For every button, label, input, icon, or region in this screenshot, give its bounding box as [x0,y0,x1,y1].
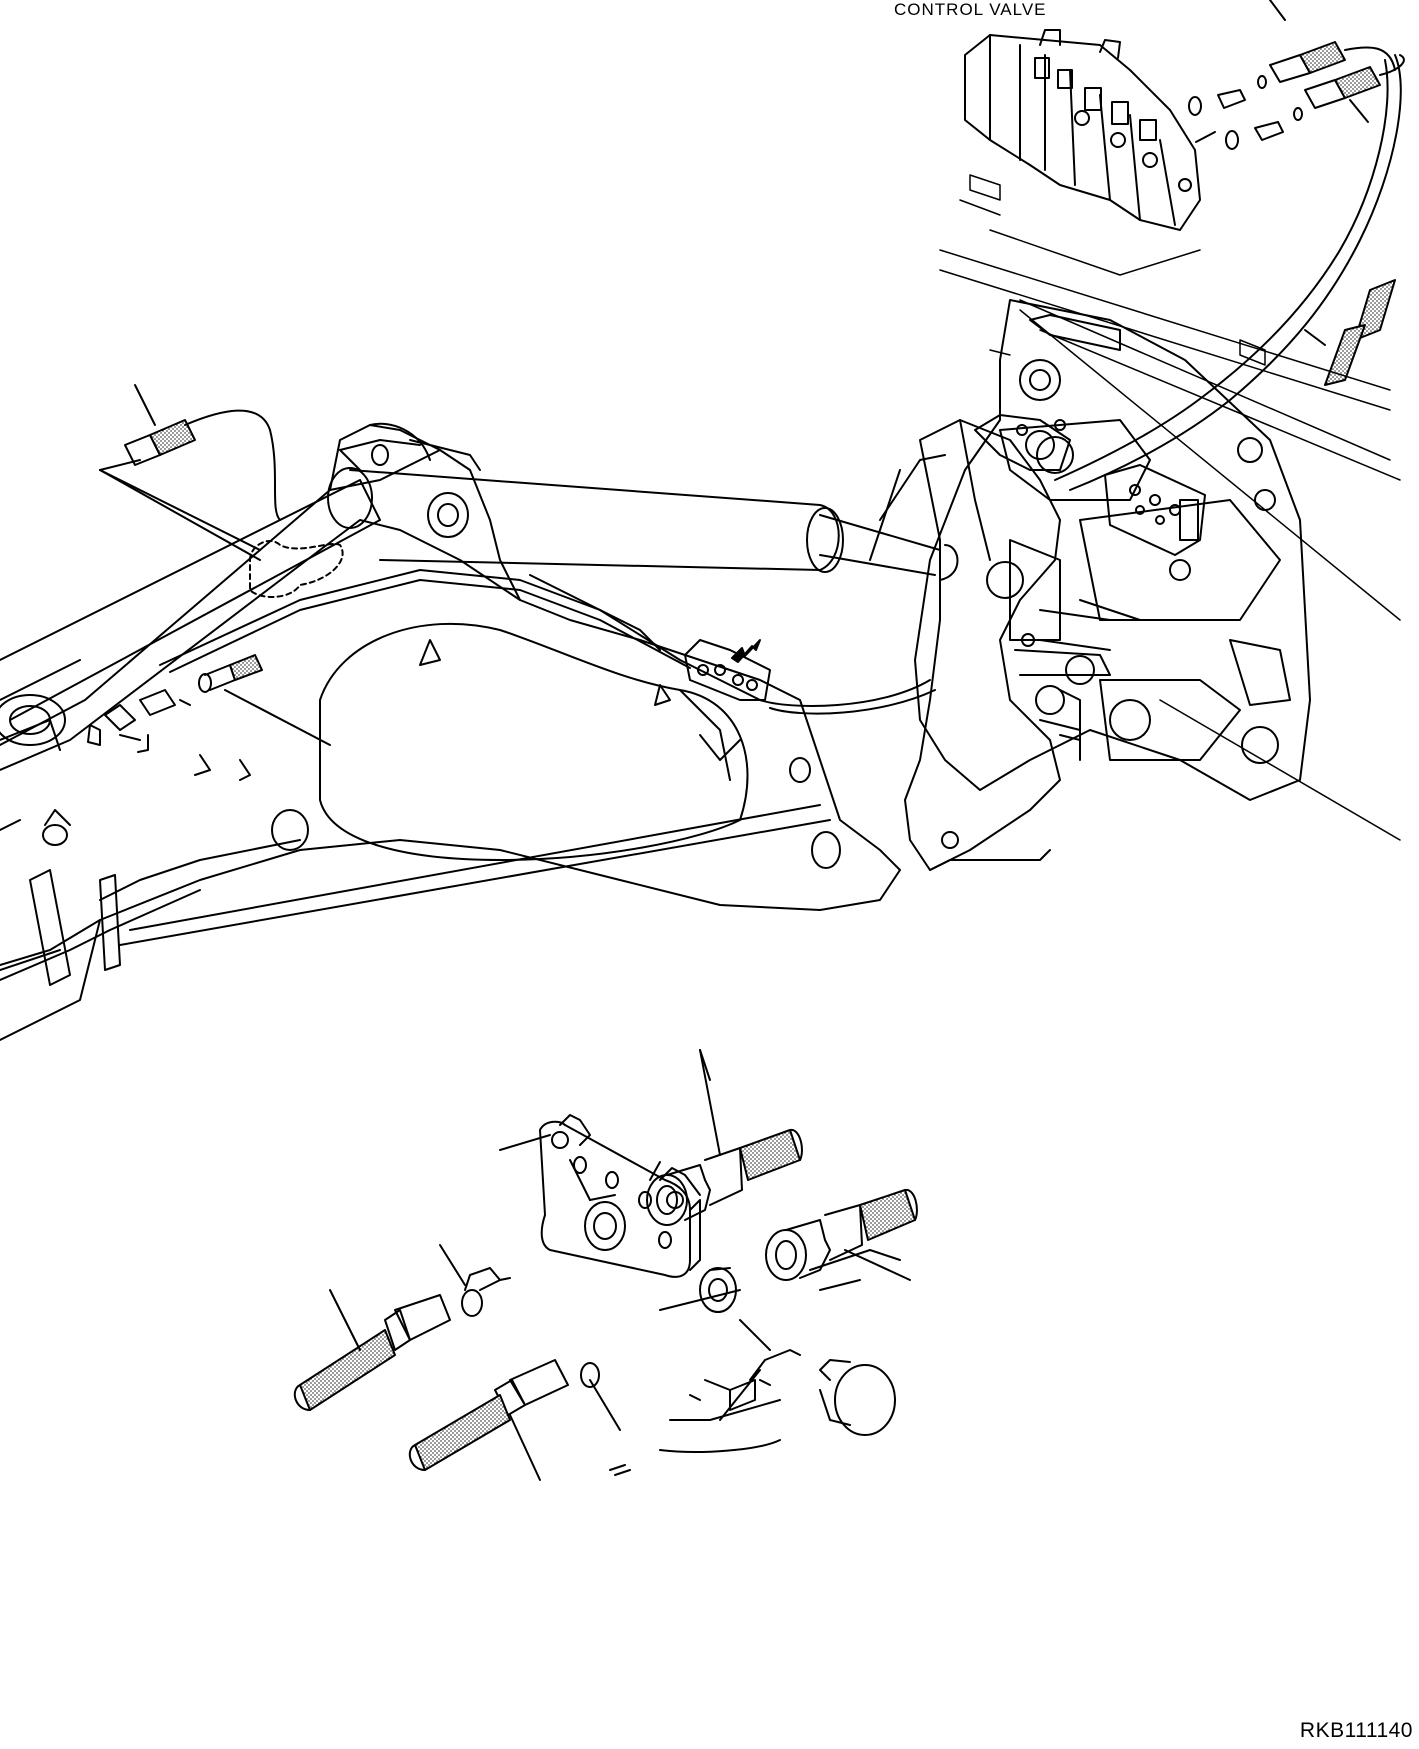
control-valve-fittings [1188,75,1303,150]
swing-bracket [914,299,1311,801]
hose-end-upper-right-1 [1269,0,1396,83]
hose-protector [1304,279,1396,386]
detail-hose-2 [699,1188,918,1351]
detail-hose-1 [569,1049,803,1251]
chassis-frame [939,174,1401,841]
boom-cylinder [339,439,959,581]
boom-hose-fittings [87,654,331,753]
manifold-block [1104,464,1206,556]
hose-to-boom [1069,54,1402,491]
control-valve [964,29,1201,231]
detail-fitting-1 [293,1244,511,1411]
bracket-detail [499,1114,701,1278]
control-valve-label: CONTROL VALVE [894,0,1047,19]
boom-foot [869,414,1141,871]
boom-hoses [159,569,936,715]
hose-end-upper-right-2 [1304,54,1405,123]
drawing-number: RKB111140 [1299,1719,1413,1742]
boom-section-detail [609,1249,901,1476]
hose-clamp-bracket [684,639,771,701]
boom [0,422,901,1041]
hose-end-upper-left [99,384,281,561]
arm-cylinder [0,467,381,846]
detail-fitting-2 [408,1359,621,1481]
